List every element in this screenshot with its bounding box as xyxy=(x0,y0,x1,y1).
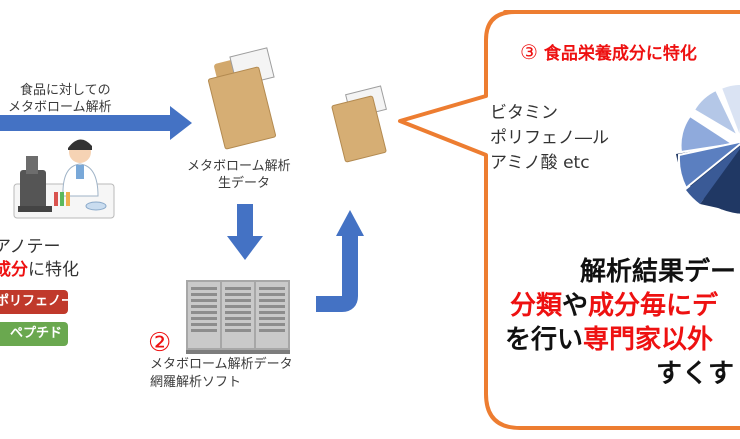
envelope-raw-data-icon xyxy=(207,47,277,150)
raw-data-label-line2: 生データ xyxy=(218,176,271,191)
software-label-line1: メタボローム解析データ xyxy=(150,357,293,372)
tag-peptide: ペプチド xyxy=(0,322,68,346)
step3-heading: ③ 食品栄養成分に特化 xyxy=(520,40,697,66)
tag-polyphenol: ポリフェノール xyxy=(0,290,68,314)
scientist-illustration xyxy=(13,139,115,219)
msg3-b: 専門家以外 xyxy=(583,325,714,355)
arrow-right-to-envelope xyxy=(0,106,192,140)
speech-bubble xyxy=(398,10,740,430)
step3-title-red: 食品栄養成分 xyxy=(543,44,646,64)
bubble-list-item-2: ポリフェノ―ル xyxy=(490,128,609,148)
input-label-line1: 食品に対しての xyxy=(20,83,111,98)
pie-chart-icon xyxy=(676,82,740,214)
bubble-list-item-1: ビタミン xyxy=(490,103,558,123)
step2-number: ② xyxy=(148,328,172,358)
step3-number: ③ xyxy=(520,40,538,64)
msg2-b: や xyxy=(562,291,589,321)
bubble-list-item-3: アミノ酸 etc xyxy=(490,153,590,173)
step3-title-rest: に特化 xyxy=(645,44,697,64)
message-line3: を行い専門家以外 xyxy=(505,324,713,356)
msg2-a: 分類 xyxy=(510,291,563,321)
arrow-up-to-envelope xyxy=(316,210,364,312)
annotation-focus-rest: に特化 xyxy=(28,260,79,280)
message-line1: 解析結果デー xyxy=(580,257,737,287)
message-line4: すくす xyxy=(656,359,735,389)
annotation-label: アノテー xyxy=(0,237,61,257)
server-rack-icon xyxy=(186,280,290,354)
annotation-focus-line: 成分に特化 xyxy=(0,259,79,282)
message-line2: 分類や成分毎にデ xyxy=(510,290,718,322)
msg2-d: にデ xyxy=(666,291,719,321)
software-label-line2: 網羅解析ソフト xyxy=(150,375,242,390)
input-label-line2: メタボローム解析 xyxy=(8,100,112,115)
envelope-result-data-icon xyxy=(331,85,387,163)
msg2-c: 成分毎 xyxy=(588,291,667,321)
annotation-focus-red: 成分 xyxy=(0,260,28,280)
arrow-down-to-server xyxy=(227,204,263,260)
msg3-a: を行い xyxy=(505,325,584,355)
raw-data-label-line1: メタボローム解析 xyxy=(187,159,291,174)
